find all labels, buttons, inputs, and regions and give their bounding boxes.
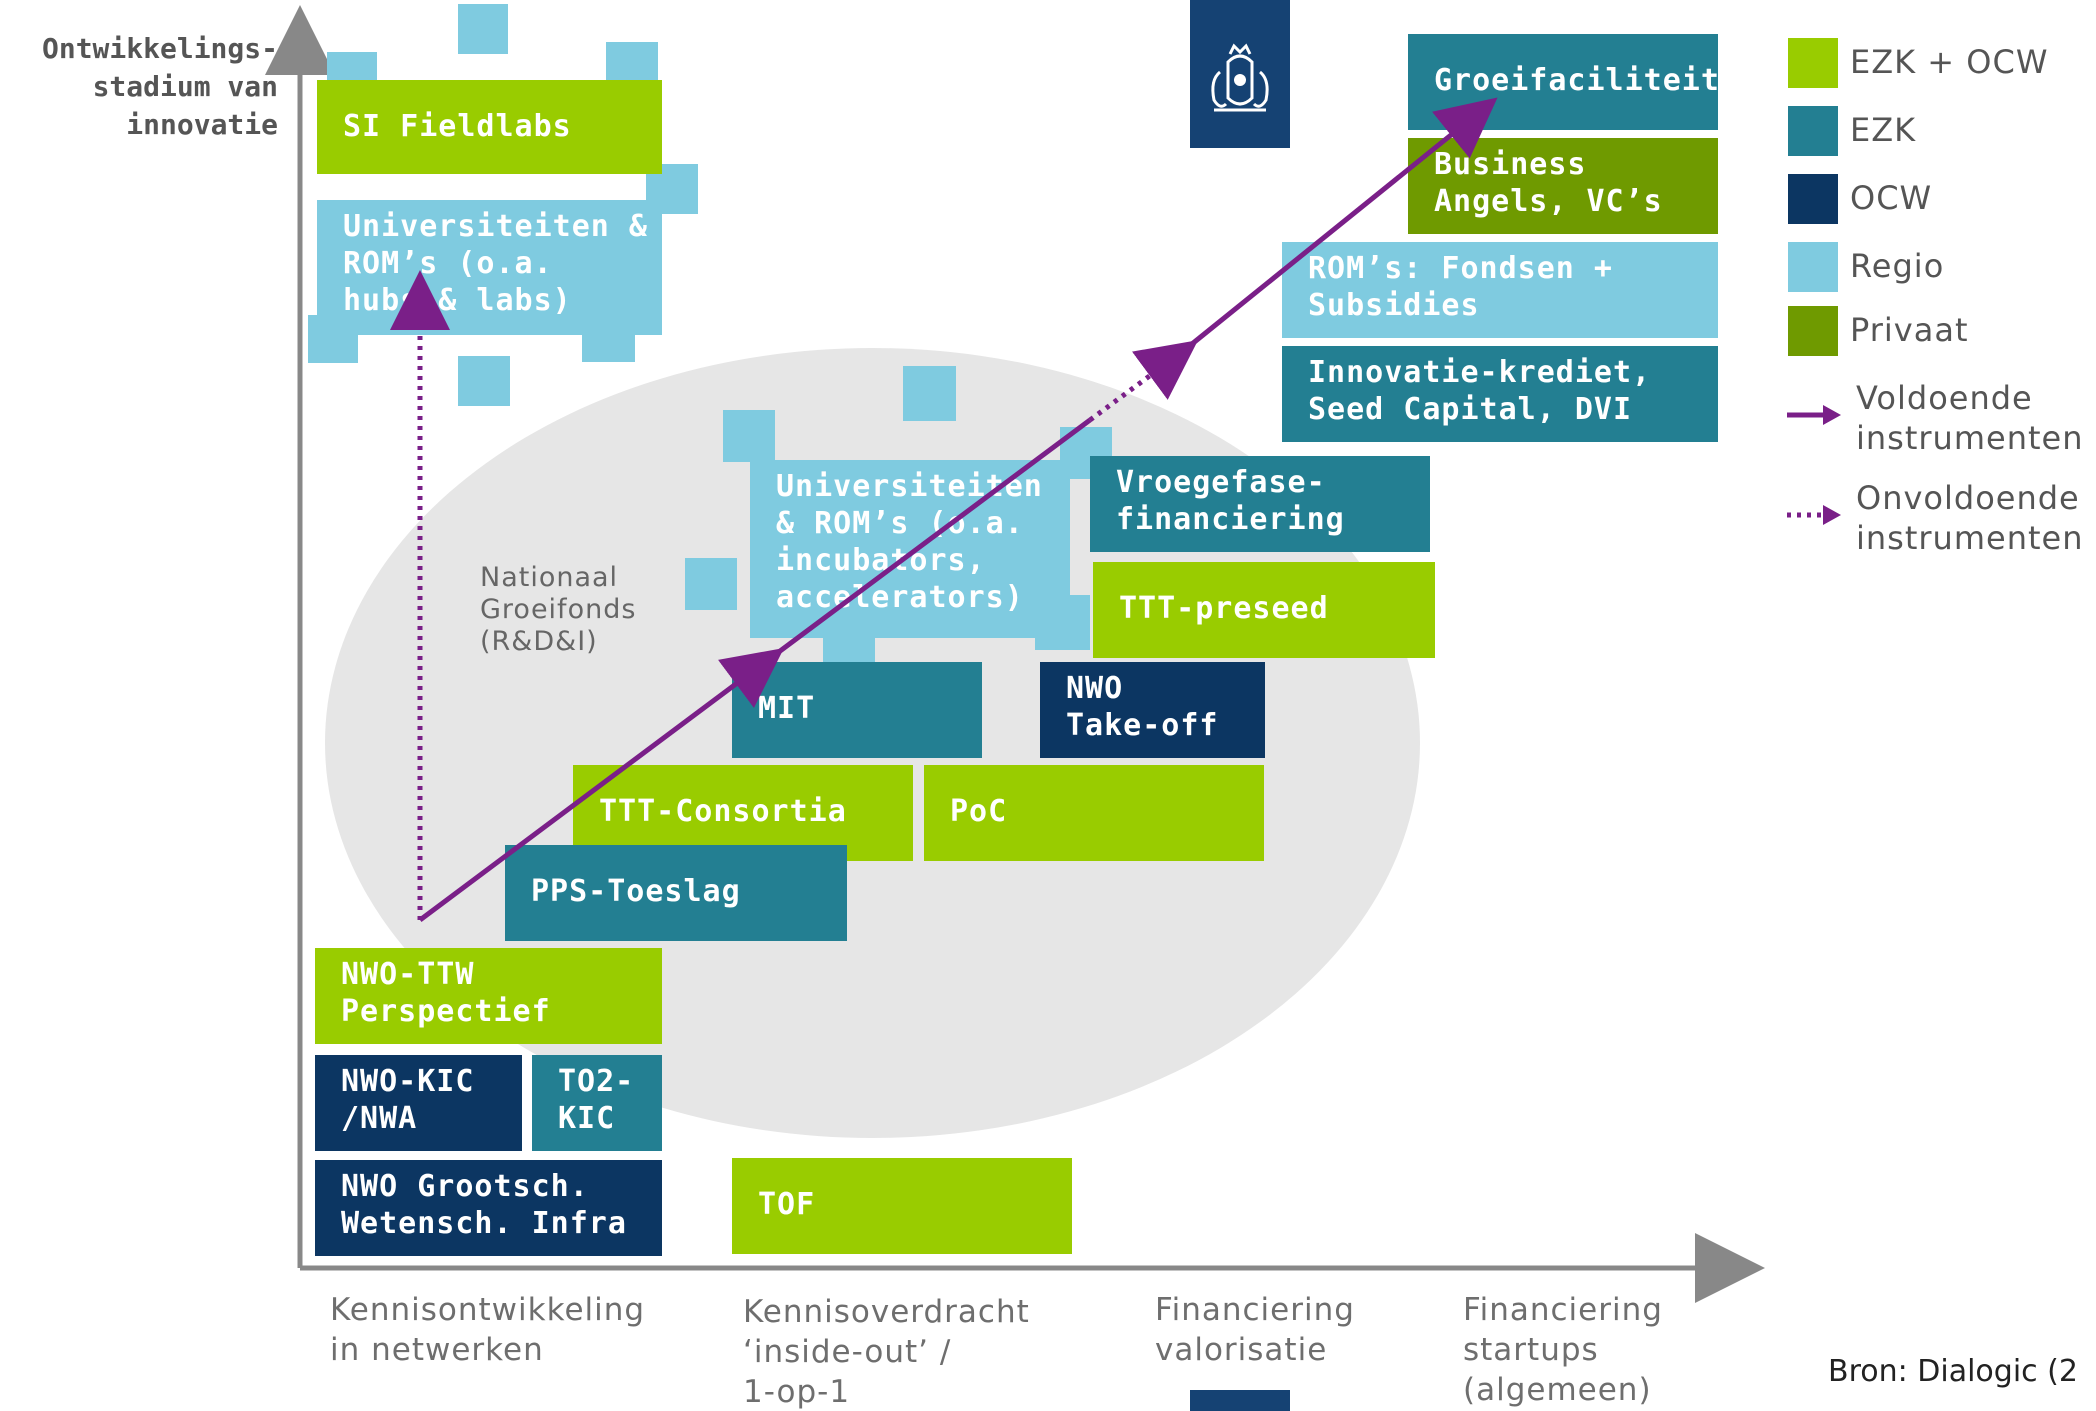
regio-tile bbox=[723, 410, 775, 462]
box-ttt-consortia: TTT-Consortia bbox=[573, 765, 913, 861]
box-si-fieldlabs: SI Fieldlabs bbox=[317, 80, 662, 174]
box-business-angels: Business Angels, VC’s bbox=[1408, 138, 1718, 234]
legend-label-regio: Regio bbox=[1850, 247, 1945, 285]
y-axis-label: Ontwikkelings- stadium van innovatie bbox=[41, 32, 278, 141]
regio-tile bbox=[327, 52, 377, 80]
legend-label-ocw: OCW bbox=[1850, 179, 1933, 217]
x-axis-label-3: Financiering valorisatie bbox=[1155, 1292, 1355, 1368]
dotted-arrow-icon bbox=[1787, 505, 1841, 525]
logo-bottom-fragment bbox=[1190, 1390, 1290, 1411]
x-axis-label-1: Kennisontwikkeling in netwerken bbox=[330, 1292, 646, 1368]
box-innovatiekrediet: Innovatie-krediet, Seed Capital, DVI bbox=[1282, 346, 1718, 442]
box-nwo-kic: NWO-KIC /NWA bbox=[315, 1055, 522, 1151]
box-universiteiten-incubators: Universiteiten & ROM’s (o.a. incubators,… bbox=[750, 460, 1070, 638]
legend-label-ezk: EZK bbox=[1850, 111, 1917, 149]
legend-label-onvoldoende: Onvoldoende instrumenten bbox=[1856, 479, 2084, 557]
solid-arrow-segment-2 bbox=[766, 417, 1092, 663]
box-tof: TOF bbox=[732, 1158, 1072, 1254]
regio-tile bbox=[606, 42, 658, 80]
box-roms-fondsen: ROM’s: Fondsen + Subsidies bbox=[1282, 242, 1718, 338]
solid-arrow-segment-1 bbox=[418, 648, 785, 923]
legend-swatch-ezk-ocw bbox=[1788, 38, 1838, 88]
legend-label-voldoende: Voldoende instrumenten bbox=[1856, 379, 2084, 457]
regio-tile bbox=[903, 366, 956, 421]
solid-arrow-icon bbox=[1787, 405, 1841, 425]
regio-tile bbox=[685, 558, 737, 610]
regio-tile bbox=[458, 4, 508, 54]
regio-tile bbox=[458, 356, 510, 406]
box-to2-kic: TO2- KIC bbox=[532, 1055, 662, 1151]
box-pps-toeslag: PPS-Toeslag bbox=[505, 845, 847, 941]
legend-swatch-ocw bbox=[1788, 174, 1838, 224]
rijksoverheid-logo bbox=[1190, 0, 1290, 148]
dotted-arrow-segment bbox=[1088, 340, 1199, 423]
ellipse-label: Nationaal Groeifonds (R&D&I) bbox=[480, 562, 637, 657]
box-universiteiten-hubs: Universiteiten & ROM’s (o.a. hubs & labs… bbox=[317, 200, 662, 335]
legend-label-ezk-ocw: EZK + OCW bbox=[1850, 43, 2049, 81]
legend-swatch-ezk bbox=[1788, 106, 1838, 156]
source-note: Bron: Dialogic (2 bbox=[1828, 1354, 2078, 1389]
legend-swatch-privaat bbox=[1788, 306, 1838, 356]
box-nwo-takeoff: NWO Take-off bbox=[1040, 662, 1265, 758]
legend-label-privaat: Privaat bbox=[1850, 311, 1969, 349]
legend-swatch-regio bbox=[1788, 242, 1838, 292]
coat-of-arms-icon bbox=[1211, 43, 1269, 112]
regio-tile bbox=[823, 637, 875, 665]
solid-arrow-segment-3 bbox=[1180, 97, 1498, 354]
box-ttt-preseed: TTT-preseed bbox=[1093, 562, 1435, 658]
x-axis-label-4: Financiering startups (algemeen) bbox=[1463, 1292, 1663, 1408]
box-nwo-ttw: NWO-TTW Perspectief bbox=[315, 948, 662, 1044]
x-axis-label-2: Kennisoverdracht ‘inside-out’ / 1-op-1 bbox=[743, 1294, 1030, 1410]
box-poc: PoC bbox=[924, 765, 1264, 861]
box-vroegefase: Vroegefase- financiering bbox=[1090, 456, 1430, 552]
box-nwo-grootsch: NWO Grootsch. Wetensch. Infra bbox=[315, 1160, 662, 1256]
